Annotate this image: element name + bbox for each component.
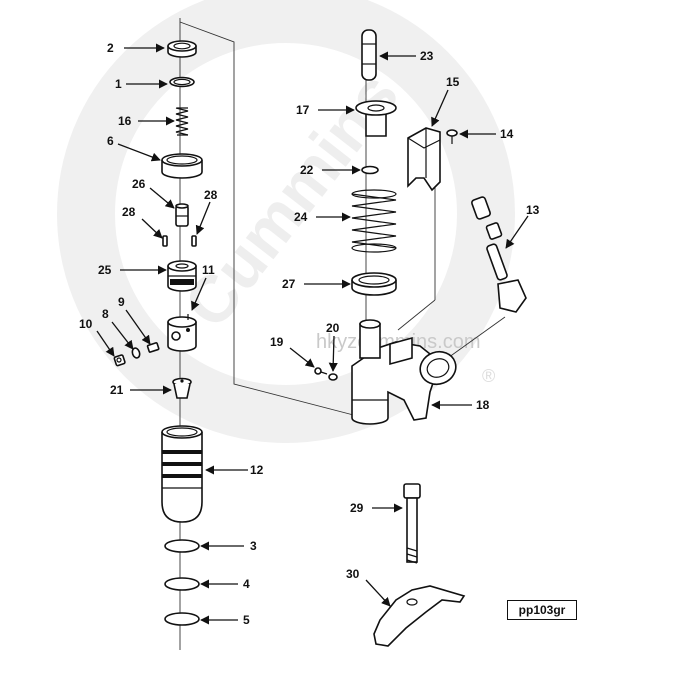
callout-19: 19 [270, 335, 284, 349]
callout-6: 6 [107, 134, 114, 148]
part-14-screw [446, 129, 458, 144]
callout-10: 10 [79, 317, 93, 331]
part-12-injector-cup [161, 425, 203, 523]
callout-3: 3 [250, 539, 257, 553]
callout-9: 9 [118, 295, 125, 309]
callout-17: 17 [296, 103, 310, 117]
callout-14: 14 [500, 127, 514, 141]
part-24-spring [351, 189, 397, 253]
part-17-retainer [355, 100, 397, 137]
part-26-plunger [175, 203, 189, 227]
part-13-sensor-harness [471, 196, 527, 313]
callout-16: 16 [118, 114, 132, 128]
part-4-o-ring [164, 577, 200, 591]
callout-27: 27 [282, 277, 296, 291]
callout-22: 22 [300, 163, 314, 177]
part-23-plunger-link [361, 29, 377, 81]
part-9-fitting [146, 342, 160, 353]
callout-28-left: 28 [122, 205, 136, 219]
part-15-bracket [407, 127, 441, 192]
callout-24: 24 [294, 210, 308, 224]
figure-reference-label: pp103gr [507, 600, 577, 620]
callout-leaders [96, 43, 529, 625]
callout-1: 1 [115, 77, 122, 91]
part-11-valve-body [167, 314, 197, 352]
callout-8: 8 [102, 307, 109, 321]
callout-11: 11 [202, 263, 215, 277]
callout-5: 5 [243, 613, 250, 627]
part-30-clamp [373, 585, 466, 647]
callout-labels: 2 1 16 6 26 28 28 25 11 9 8 10 21 12 3 4… [79, 41, 540, 627]
part-16-spring [175, 107, 189, 136]
part-10-screw [113, 354, 126, 367]
part-6-collar [161, 153, 203, 179]
callout-30: 30 [346, 567, 360, 581]
callout-4: 4 [243, 577, 250, 591]
callout-15: 15 [446, 75, 460, 89]
part-21-nozzle-seat [172, 377, 192, 399]
part-28-pin-left [162, 235, 168, 247]
part-25-barrel [167, 260, 197, 292]
part-19-screw [314, 367, 328, 375]
callout-28-right: 28 [204, 188, 218, 202]
callout-25: 25 [98, 263, 112, 277]
part-29-bolt [403, 483, 421, 564]
part-27-retainer-ring [351, 272, 397, 296]
callout-13: 13 [526, 203, 540, 217]
callout-2: 2 [107, 41, 114, 55]
callout-18: 18 [476, 398, 490, 412]
callout-20: 20 [326, 321, 340, 335]
callout-21: 21 [110, 383, 124, 397]
part-2-ring [167, 40, 197, 58]
part-20-washer [328, 373, 338, 381]
part-22-clip [361, 165, 379, 175]
callout-12: 12 [250, 463, 264, 477]
part-18-injector-body [351, 319, 457, 425]
callout-29: 29 [350, 501, 364, 515]
part-3-o-ring [164, 539, 200, 553]
callout-23: 23 [420, 49, 434, 63]
part-5-o-ring [164, 612, 200, 626]
watermark-registered-mark: ® [482, 366, 495, 386]
callout-26: 26 [132, 177, 146, 191]
part-1-seal [169, 76, 195, 88]
part-8-washer [131, 347, 141, 359]
part-28-pin-right [191, 235, 197, 247]
